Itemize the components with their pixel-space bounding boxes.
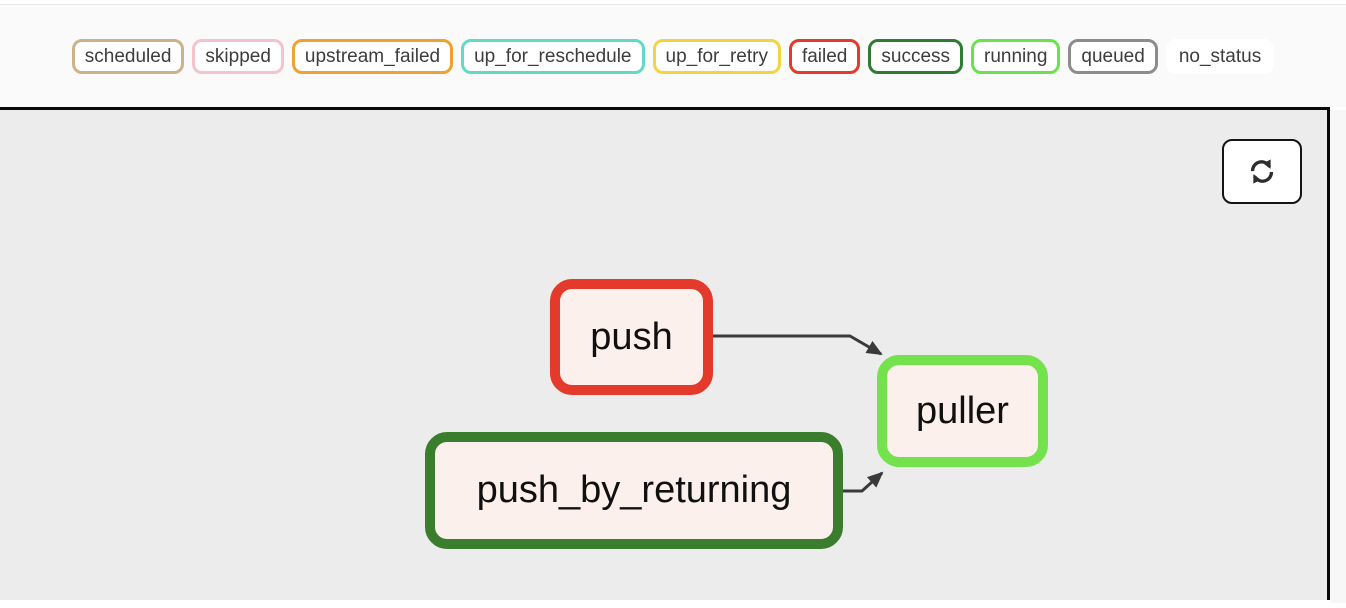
legend-badge-upstream-failed: upstream_failed — [291, 38, 454, 74]
right-gutter — [1330, 110, 1346, 603]
legend-badge-failed: failed — [788, 38, 861, 74]
legend-badge-running: running — [971, 38, 1061, 74]
refresh-icon — [1250, 158, 1274, 184]
task-node-push[interactable]: push — [550, 279, 713, 395]
legend-badge-no-status: no_status — [1165, 38, 1275, 74]
task-node-puller[interactable]: puller — [877, 355, 1048, 467]
status-legend: scheduled skipped upstream_failed up_for… — [71, 38, 1275, 74]
refresh-button[interactable] — [1222, 139, 1302, 204]
legend-badge-up-for-reschedule: up_for_reschedule — [461, 38, 645, 74]
dag-edges — [712, 334, 884, 493]
legend-badge-queued: queued — [1068, 38, 1158, 74]
status-legend-bar: scheduled skipped upstream_failed up_for… — [0, 4, 1346, 107]
edge-push_by_returning-to-puller — [843, 471, 884, 493]
legend-badge-up-for-retry: up_for_retry — [652, 38, 781, 74]
legend-badge-skipped: skipped — [192, 38, 284, 74]
dag-graph-canvas[interactable]: push puller push_by_returning — [0, 107, 1330, 600]
task-node-push-by-returning[interactable]: push_by_returning — [425, 432, 843, 549]
legend-badge-success: success — [868, 38, 964, 74]
dag-graph-section: push puller push_by_returning — [0, 107, 1346, 603]
edge-push-to-puller — [712, 334, 883, 356]
legend-badge-scheduled: scheduled — [71, 38, 185, 74]
